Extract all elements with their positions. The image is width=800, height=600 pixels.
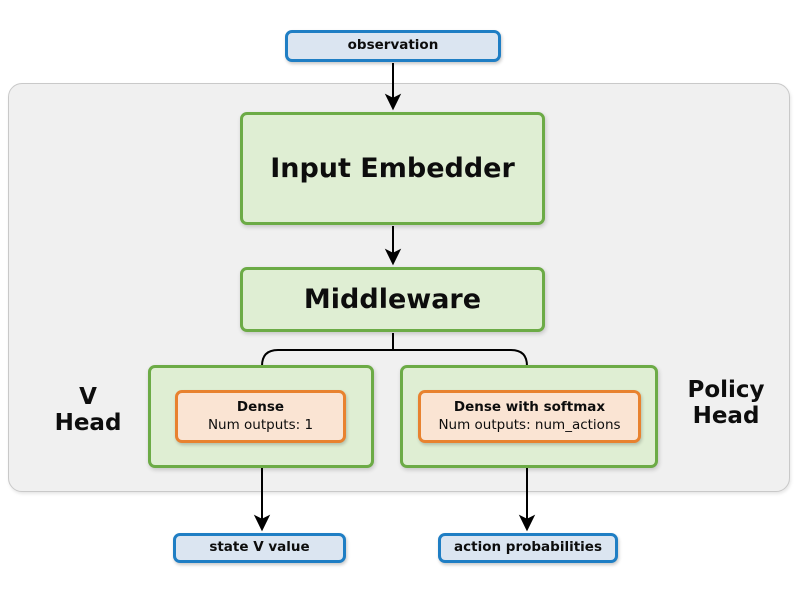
node-action-probabilities-label: action probabilities xyxy=(454,539,602,556)
caption-v-head: V Head xyxy=(36,384,140,437)
node-policy-dense-title: Dense with softmax xyxy=(453,398,606,415)
node-policy-dense[interactable]: Dense with softmax Num outputs: num_acti… xyxy=(418,390,641,443)
caption-policy-head: Policy Head xyxy=(666,377,786,430)
node-v-dense-title: Dense xyxy=(236,398,285,415)
caption-policy-head-line1: Policy xyxy=(687,377,765,403)
node-middleware[interactable]: Middleware xyxy=(240,267,545,332)
node-input-embedder-label: Input Embedder xyxy=(270,152,515,184)
node-observation[interactable]: observation xyxy=(285,30,501,62)
caption-v-head-line2: Head xyxy=(54,409,122,436)
node-policy-dense-subtitle: Num outputs: num_actions xyxy=(438,416,621,433)
node-state-v-value-label: state V value xyxy=(209,539,310,556)
node-input-embedder[interactable]: Input Embedder xyxy=(240,112,545,225)
node-state-v-value[interactable]: state V value xyxy=(173,533,346,563)
node-v-dense-subtitle: Num outputs: 1 xyxy=(207,416,314,433)
caption-v-head-line1: V xyxy=(79,384,97,410)
node-observation-label: observation xyxy=(347,37,439,54)
caption-policy-head-line2: Head xyxy=(692,402,760,429)
node-action-probabilities[interactable]: action probabilities xyxy=(438,533,618,563)
node-middleware-label: Middleware xyxy=(303,283,482,315)
node-v-dense[interactable]: Dense Num outputs: 1 xyxy=(175,390,346,443)
